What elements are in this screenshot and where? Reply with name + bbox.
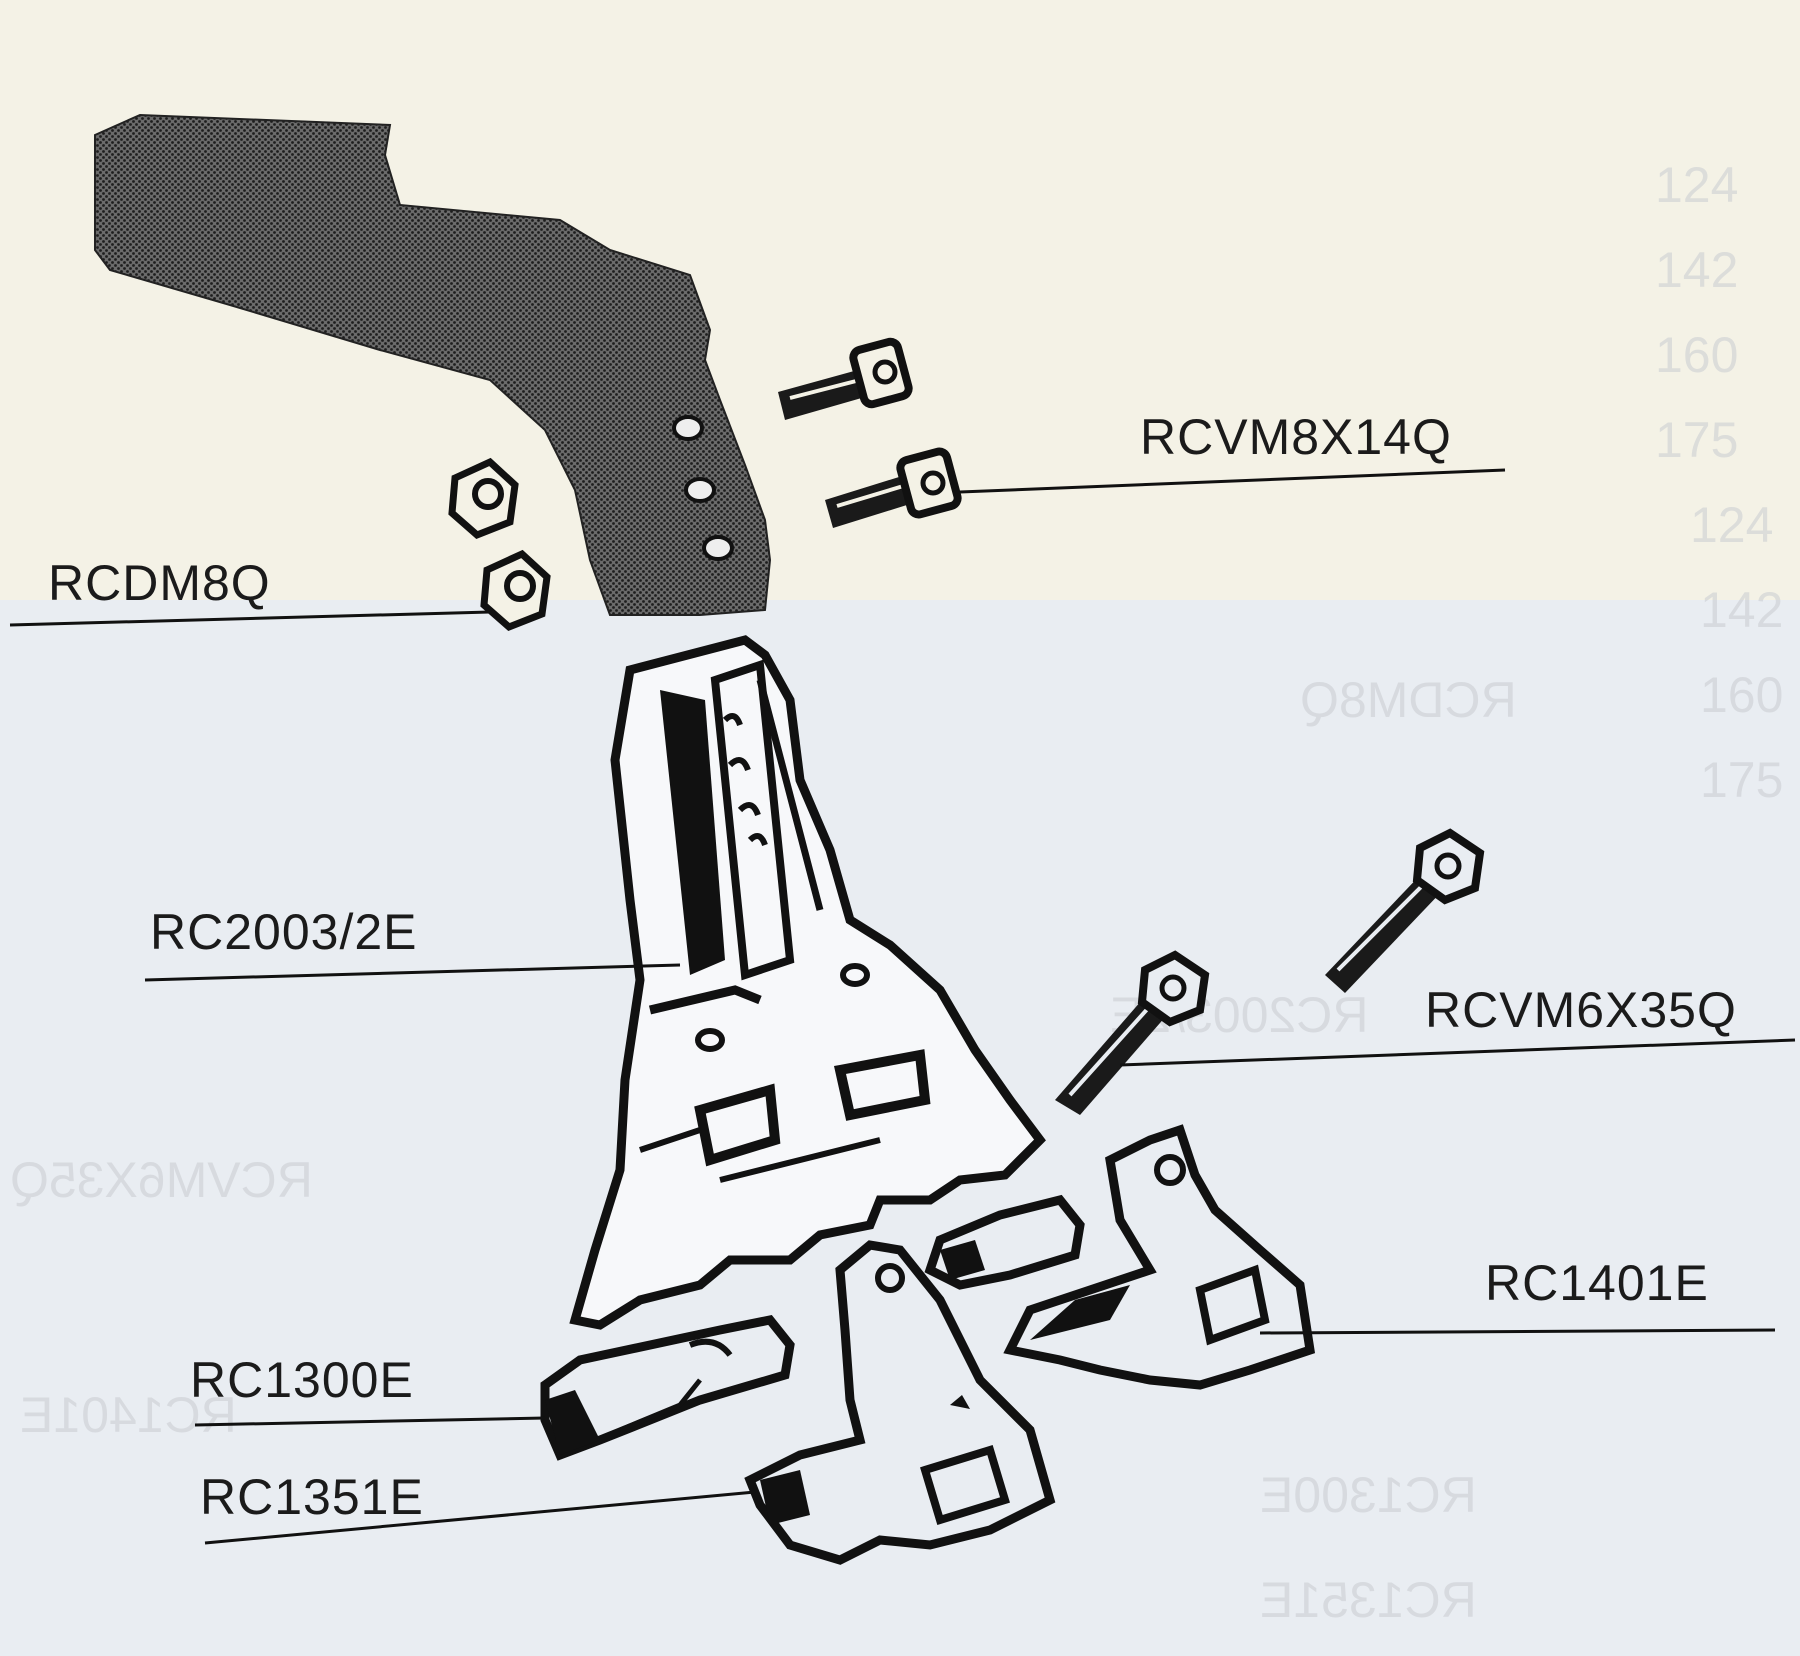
ghost-number: 175 — [1655, 412, 1739, 468]
bar-rear — [924, 1194, 1085, 1290]
leader-line-rcvm6x35q — [1119, 1038, 1796, 1067]
nut-upper — [448, 457, 519, 540]
part-label-rc1351e: RC1351E — [200, 1469, 424, 1525]
bracket-rc1401e — [1003, 1124, 1316, 1390]
leader-line-rc1401e — [1259, 1328, 1776, 1335]
part-label-rc2003-2e: RC2003/2E — [150, 904, 418, 960]
curved-tine-blade — [94, 113, 772, 616]
ghost-number: 160 — [1700, 667, 1784, 723]
bolt-lower — [825, 447, 962, 528]
long-bolt-left — [1055, 950, 1210, 1115]
leader-line-rcdm8q — [9, 610, 491, 627]
part-label-rcvm8x14q: RCVM8X14Q — [1140, 409, 1452, 465]
ghost-number: 124 — [1655, 157, 1739, 213]
part-label-rcvm6x35q: RCVM6X35Q — [1425, 982, 1737, 1038]
ghost-number: 142 — [1655, 242, 1739, 298]
long-bolt-right — [1325, 828, 1485, 993]
ghost-number: 160 — [1655, 327, 1739, 383]
part-label-rcdm8q: RCDM8Q — [48, 555, 271, 611]
bolt-upper — [778, 337, 913, 420]
ghost-number: 124 — [1690, 497, 1774, 553]
leader-line-rc2003-2e — [144, 963, 681, 982]
leader-line-rc1300e — [194, 1416, 546, 1427]
holder-casting — [569, 635, 1046, 1330]
leader-line-rcvm8x14q — [959, 468, 1506, 494]
nut-lower — [480, 549, 551, 632]
ghost-number: 175 — [1700, 752, 1784, 808]
part-label-rc1300e: RC1300E — [190, 1352, 414, 1408]
ghost-number: 142 — [1700, 582, 1784, 638]
leader-line-rc1351e — [204, 1490, 756, 1545]
bar-rc1300e — [540, 1315, 795, 1461]
bracket-rc1351e — [744, 1240, 1056, 1565]
part-label-rc1401e: RC1401E — [1485, 1255, 1709, 1311]
